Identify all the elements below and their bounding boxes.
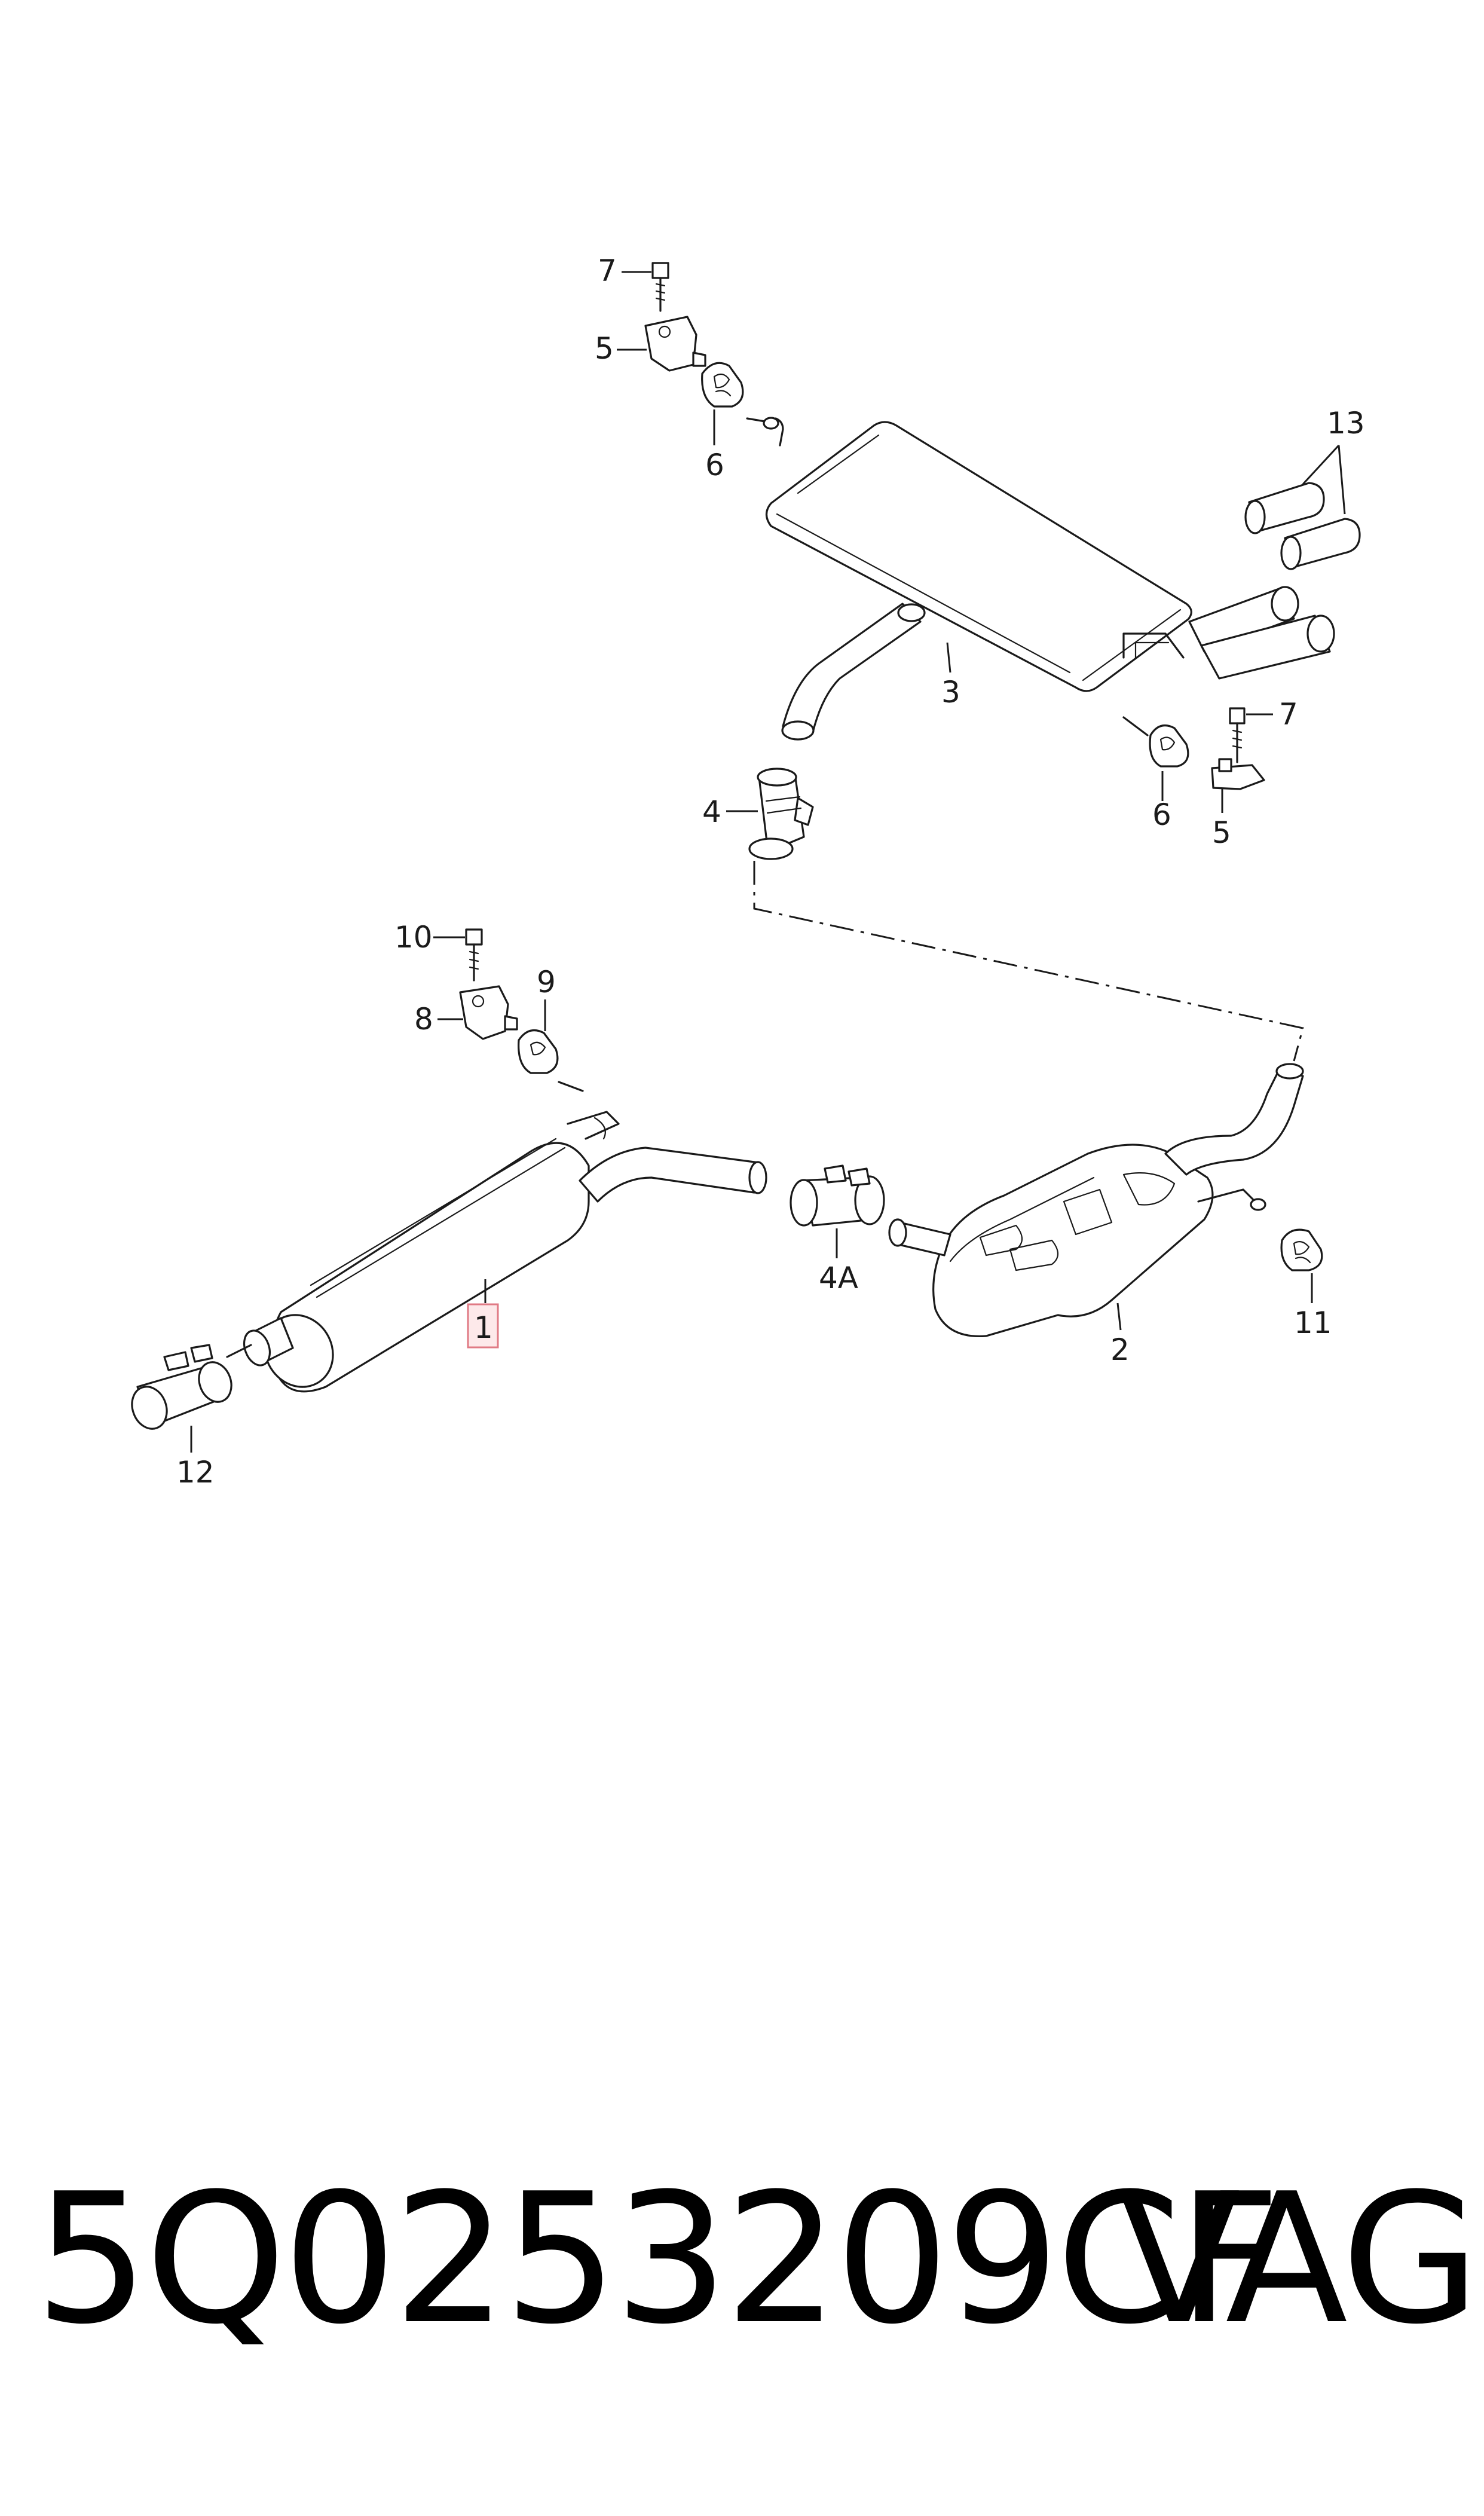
bolt-7-right [1229, 707, 1246, 763]
bolt-10 [465, 928, 483, 982]
tail-pipe-tips-part-13 [1244, 482, 1361, 570]
callout-3: 3 [941, 675, 960, 710]
brand-label: VAG [1118, 2155, 1480, 2364]
rubber-hanger-11 [1280, 1228, 1323, 1271]
callout-11: 11 [1294, 1306, 1332, 1340]
callout-13: 13 [1327, 406, 1365, 441]
bolt-7-top [651, 262, 669, 312]
callout-2: 2 [1110, 1332, 1130, 1367]
clamp-4a [790, 1164, 885, 1227]
callout-9: 9 [537, 965, 556, 999]
rubber-hanger-6-top [701, 362, 779, 430]
right-hanger-assembly [1122, 707, 1265, 790]
callout-5-top: 5 [595, 331, 614, 366]
clamp-12 [131, 1344, 232, 1430]
callout-1-highlight-box [467, 1303, 499, 1349]
bracket-8 [459, 985, 518, 1040]
bracket-5-right [1211, 758, 1265, 790]
callout-7-right: 7 [1279, 697, 1298, 732]
silencer-part-2 [888, 1063, 1304, 1338]
callouts: 7 5 6 13 3 7 4 6 5 10 8 9 [176, 253, 1365, 1490]
connection-line [753, 861, 1304, 1062]
callout-12: 12 [176, 1455, 215, 1490]
left-hanger-assembly [459, 928, 584, 1092]
callout-4: 4 [702, 794, 721, 829]
center-muffler-part-1 [226, 1111, 767, 1393]
callout-5-right: 5 [1212, 815, 1231, 850]
rubber-hanger-6-right [1122, 716, 1189, 768]
bracket-5-top [644, 316, 706, 372]
top-hanger-assembly [644, 262, 779, 430]
callout-7-top: 7 [598, 253, 617, 288]
callout-6-right: 6 [1152, 797, 1171, 832]
rear-muffler-part-3 [765, 417, 1335, 741]
clamp-4 [748, 768, 814, 860]
part-number-label: 5Q0253209CF [35, 2155, 1281, 2364]
rubber-hanger-9 [518, 1029, 584, 1092]
callout-6-top: 6 [705, 448, 724, 482]
callout-1: 1 [474, 1310, 493, 1345]
callout-8: 8 [414, 1002, 433, 1037]
callout-4a: 4A [819, 1261, 858, 1295]
callout-10: 10 [394, 920, 433, 955]
